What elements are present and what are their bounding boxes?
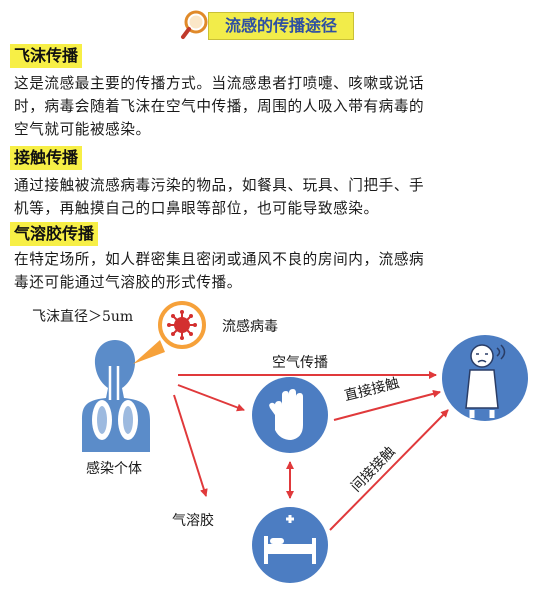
section-text-contact: 通过接触被流感病毒污染的物品，如餐具、玩具、门把手、手 机等，再触摸自己的口鼻眼… <box>14 174 540 220</box>
arrow-to-hand <box>177 384 245 412</box>
virus-icon <box>167 310 197 340</box>
magnifier-icon <box>181 10 208 39</box>
arrow-aerosol <box>173 394 208 497</box>
virus-label: 流感病毒 <box>222 319 278 335</box>
aerosol-label: 气溶胶 <box>172 513 214 529</box>
section-text-droplet: 这是流感最主要的传播方式。当流感患者打喷嚏、咳嗽或说话 时，病毒会随着飞沫在空气… <box>14 72 540 141</box>
arrow-direct <box>333 389 441 421</box>
infected-person-icon <box>82 340 150 452</box>
text-line: 通过接触被流感病毒污染的物品，如餐具、玩具、门把手、手 <box>14 177 425 194</box>
air-transmission-label: 空气传播 <box>272 355 328 371</box>
arrow-indirect <box>329 409 449 531</box>
section-text-aerosol: 在特定场所，如人群密集且密闭或通风不良的房间内，流感病 毒还可能通过气溶胶的形式… <box>14 248 540 294</box>
text-line: 机等，再触摸自己的口鼻眼等部位，也可能导致感染。 <box>14 200 379 217</box>
section-heading-droplet: 飞沫传播 <box>10 44 83 68</box>
infected-label: 感染个体 <box>86 461 142 477</box>
droplet-size-label: 飞沫直径＞5um <box>32 309 134 325</box>
virus-bubble <box>133 301 206 364</box>
text-line: 毒还可能通过气溶胶的形式传播。 <box>14 274 242 291</box>
text-line: 时，病毒会随着飞沫在空气中传播，周围的人吸入带有病毒的 <box>14 98 425 115</box>
section-heading-contact: 接触传播 <box>10 146 83 170</box>
section-heading-aerosol: 气溶胶传播 <box>10 222 99 246</box>
page-title: 流感的传播途径 <box>208 12 354 40</box>
text-line: 在特定场所，如人群密集且密闭或通风不良的房间内，流感病 <box>14 251 425 268</box>
bed-surface-icon <box>252 507 328 583</box>
hand-contact-icon <box>252 377 328 453</box>
exposed-person-icon <box>442 335 528 421</box>
arrows <box>173 371 449 531</box>
text-line: 空气就可能被感染。 <box>14 121 151 138</box>
text-line: 这是流感最主要的传播方式。当流感患者打喷嚏、咳嗽或说话 <box>14 75 425 92</box>
